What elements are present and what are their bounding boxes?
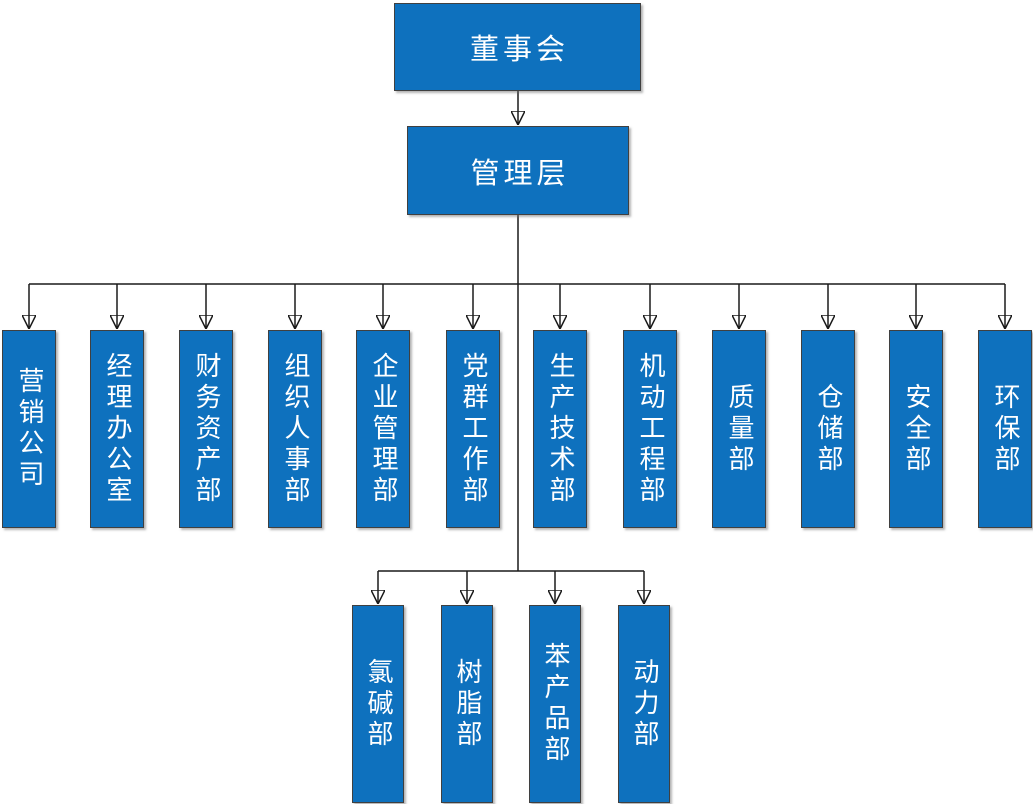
dept-node-label: 安全部 xyxy=(902,382,931,476)
dept-node: 企业管理部 xyxy=(356,330,410,528)
dept-node-label: 生产技术部 xyxy=(546,351,575,507)
dept-node-label: 财务资产部 xyxy=(192,351,221,507)
dept-node-label: 机动工程部 xyxy=(636,351,665,507)
dept-node: 党群工作部 xyxy=(446,330,500,528)
dept-node-label: 营销公司 xyxy=(15,367,44,491)
dept-node-label: 仓储部 xyxy=(814,382,843,476)
dept-node-label: 环保部 xyxy=(991,382,1020,476)
connector-subdepartment-drops xyxy=(378,571,644,603)
dept-node-label: 党群工作部 xyxy=(459,351,488,507)
sub-dept-node-label: 苯产品部 xyxy=(541,642,570,766)
dept-node-label: 质量部 xyxy=(725,382,754,476)
sub-dept-node: 氯碱部 xyxy=(352,605,404,803)
dept-node: 机动工程部 xyxy=(623,330,677,528)
node-management: 管理层 xyxy=(407,126,629,215)
dept-node: 仓储部 xyxy=(801,330,855,528)
dept-node: 环保部 xyxy=(978,330,1032,528)
dept-node-label: 企业管理部 xyxy=(369,351,398,507)
dept-node: 质量部 xyxy=(712,330,766,528)
connector-department-drops xyxy=(29,284,1005,328)
sub-dept-node-label: 树脂部 xyxy=(453,657,482,751)
dept-node-label: 组织人事部 xyxy=(281,351,310,507)
dept-node: 营销公司 xyxy=(2,330,56,528)
node-management-label: 管理层 xyxy=(470,157,570,190)
dept-node-label: 经理办公室 xyxy=(103,351,132,507)
dept-node: 安全部 xyxy=(889,330,943,528)
dept-node: 经理办公室 xyxy=(90,330,144,528)
sub-dept-node-label: 氯碱部 xyxy=(364,657,393,751)
sub-dept-node: 苯产品部 xyxy=(529,605,581,803)
node-board: 董事会 xyxy=(394,3,641,91)
dept-node: 组织人事部 xyxy=(268,330,322,528)
dept-node: 财务资产部 xyxy=(179,330,233,528)
dept-node: 生产技术部 xyxy=(533,330,587,528)
sub-dept-node: 树脂部 xyxy=(441,605,493,803)
sub-dept-node-label: 动力部 xyxy=(630,657,659,751)
sub-dept-node: 动力部 xyxy=(618,605,670,803)
node-board-label: 董事会 xyxy=(469,34,569,66)
